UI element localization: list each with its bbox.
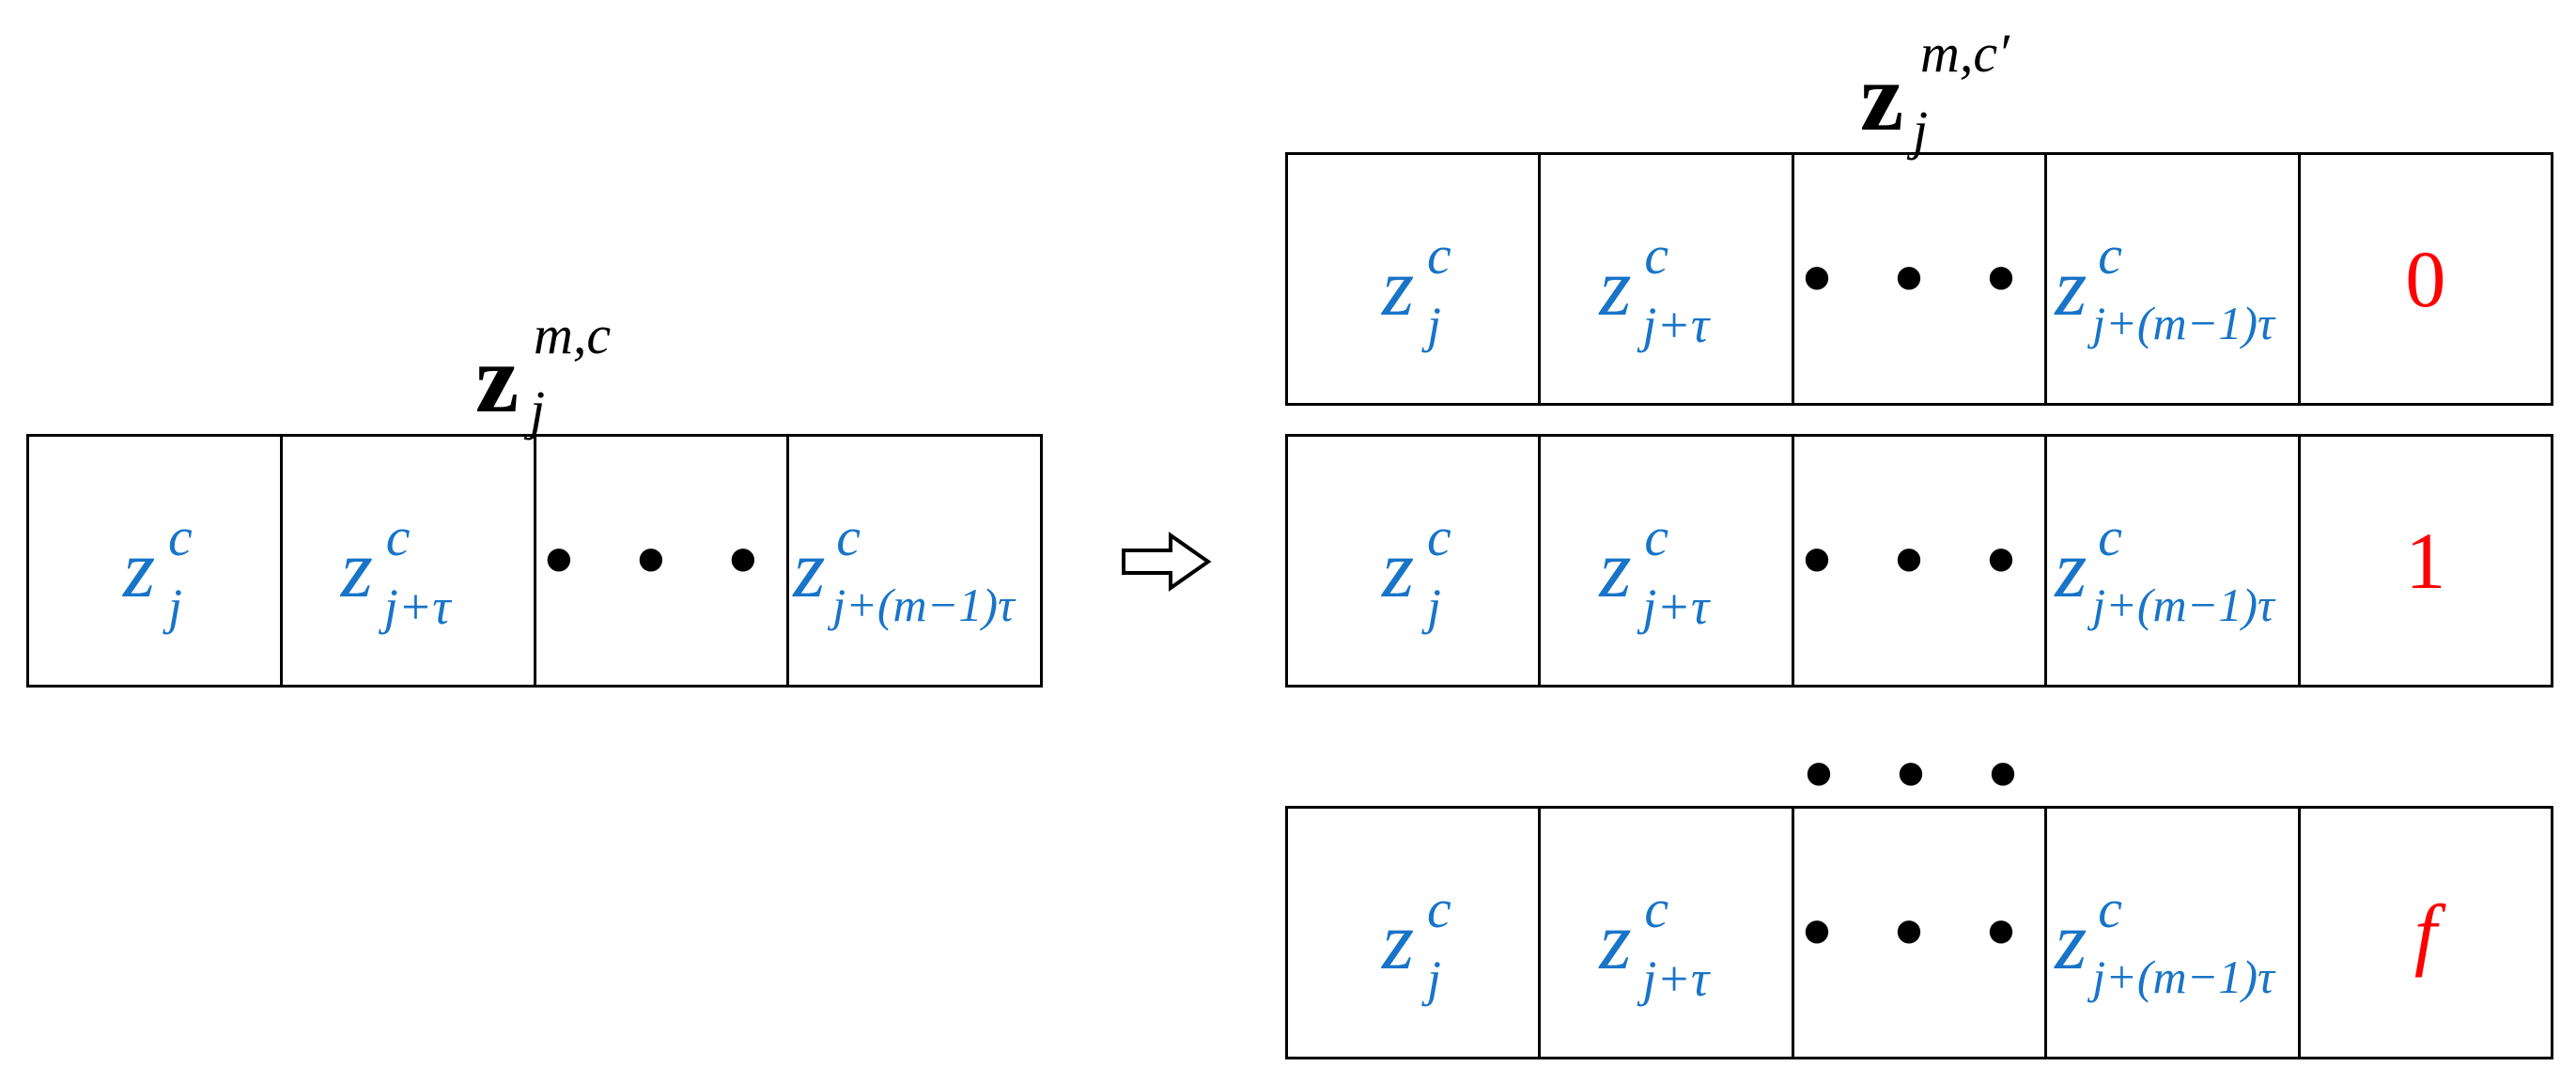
right-cell-3: • • • xyxy=(1794,155,2048,403)
left-vector-row: z c j z c j+τ • • • z c j+(m−1)τ xyxy=(26,434,1043,688)
left-cell-1: z c j xyxy=(29,437,283,685)
right-cell-1: z c j xyxy=(1288,437,1542,685)
right-cell-4: z c j+(m−1)τ xyxy=(2047,155,2301,403)
right-flag-cell: 0 xyxy=(2301,155,2551,403)
right-cell-3: • • • xyxy=(1794,437,2048,685)
left-label-base: z xyxy=(475,325,520,433)
left-vector-label: z m,c j xyxy=(475,308,663,443)
right-flag-cell: f xyxy=(2301,809,2551,1057)
right-label-sub: j xyxy=(1913,100,1929,161)
term: z c j+(m−1)τ xyxy=(793,506,1015,631)
right-flag-cell: 1 xyxy=(2301,437,2551,685)
right-label-base: z xyxy=(1860,43,1904,151)
flag-value: 0 xyxy=(2405,234,2446,324)
term: z c j xyxy=(1382,878,1451,1007)
term: z c j xyxy=(123,506,193,635)
left-label-sup: m,c xyxy=(534,304,612,365)
term: z c j+τ xyxy=(340,506,451,635)
right-label-sup: m,c′ xyxy=(1920,23,2010,84)
term: z c j xyxy=(1382,224,1451,353)
hollow-right-arrow-icon xyxy=(1122,532,1212,592)
term: z c j+τ xyxy=(1599,506,1710,635)
term: z c j+(m−1)τ xyxy=(2055,506,2274,631)
term: z c j+(m−1)τ xyxy=(2055,224,2274,349)
left-cell-2: z c j+τ xyxy=(283,437,536,685)
rows-ellipsis: • • • xyxy=(1804,728,2039,821)
term: z c j+τ xyxy=(1599,224,1710,353)
right-cell-4: z c j+(m−1)τ xyxy=(2047,809,2301,1057)
right-cell-1: z c j xyxy=(1288,809,1542,1057)
right-cell-1: z c j xyxy=(1288,155,1542,403)
term: z c j+(m−1)τ xyxy=(2055,878,2274,1003)
right-vector-row-3: z c j z c j+τ • • • z c j+(m−1)τ f xyxy=(1285,806,2553,1059)
right-cell-2: z c j+τ xyxy=(1541,155,1794,403)
right-cell-2: z c j+τ xyxy=(1541,437,1794,685)
term: z c j+τ xyxy=(1599,878,1710,1007)
ellipsis: • • • xyxy=(544,514,779,607)
right-vector-label: z m,c′ j xyxy=(1860,26,2086,162)
flag-value: f xyxy=(2413,888,2437,978)
left-cell-3: • • • xyxy=(536,437,790,685)
right-vector-row-2: z c j z c j+τ • • • z c j+(m−1)τ 1 xyxy=(1285,434,2553,688)
flag-value: 1 xyxy=(2405,516,2446,606)
ellipsis: • • • xyxy=(1802,886,2037,979)
right-cell-2: z c j+τ xyxy=(1541,809,1794,1057)
ellipsis: • • • xyxy=(1802,514,2037,607)
term: z c j xyxy=(1382,506,1451,635)
right-cell-4: z c j+(m−1)τ xyxy=(2047,437,2301,685)
right-cell-3: • • • xyxy=(1794,809,2048,1057)
ellipsis: • • • xyxy=(1802,232,2037,325)
left-label-sub: j xyxy=(530,379,546,441)
right-vector-row-1: z c j z c j+τ • • • z c j+(m−1)τ 0 xyxy=(1285,152,2553,406)
left-cell-4: z c j+(m−1)τ xyxy=(789,437,1040,685)
